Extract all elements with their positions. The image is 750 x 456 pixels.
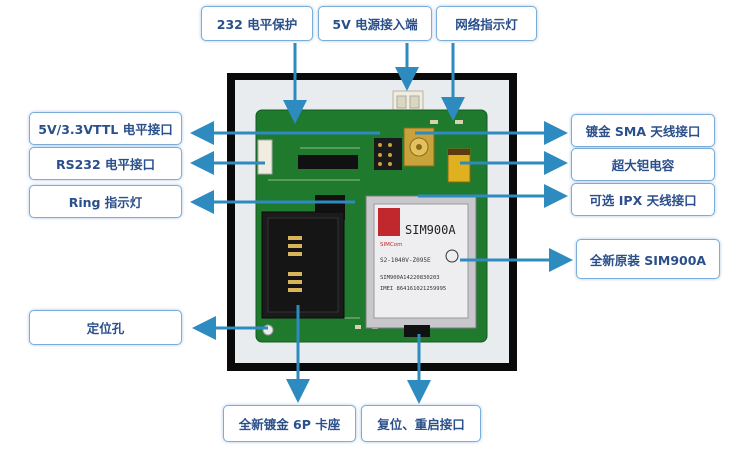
label-power-in: 5V 电源接入端: [318, 6, 432, 41]
module-brand: SIMCom: [380, 242, 402, 248]
label-super-cap: 超大钽电容: [571, 148, 715, 181]
label-rs232-protect: 232 电平保护: [201, 6, 313, 41]
module-chip-name: SIM900A: [405, 223, 456, 237]
label-mount-hole: 定位孔: [29, 310, 182, 345]
label-rs232-port: RS232 电平接口: [29, 147, 182, 180]
reset-pads: [404, 325, 430, 337]
label-sim900a: 全新原装 SIM900A: [576, 239, 720, 279]
label-sim-socket: 全新镀金 6P 卡座: [223, 405, 356, 442]
module-line2: SIM900A14220830203: [380, 275, 440, 281]
pin-header: [374, 138, 402, 170]
label-ring-led: Ring 指示灯: [29, 185, 182, 218]
label-reset-port: 复位、重启接口: [361, 405, 481, 442]
label-sma-port: 镀金 SMA 天线接口: [571, 114, 715, 147]
label-net-led: 网络指示灯: [436, 6, 537, 41]
label-ipx-port: 可选 IPX 天线接口: [571, 183, 715, 216]
module-line1: S2-1040V-Z095E: [380, 257, 431, 264]
label-ttl-port: 5V/3.3VTTL 电平接口: [29, 112, 182, 145]
module-line3: IMEI 864161021259995: [380, 286, 446, 292]
side-connector: [257, 139, 273, 175]
